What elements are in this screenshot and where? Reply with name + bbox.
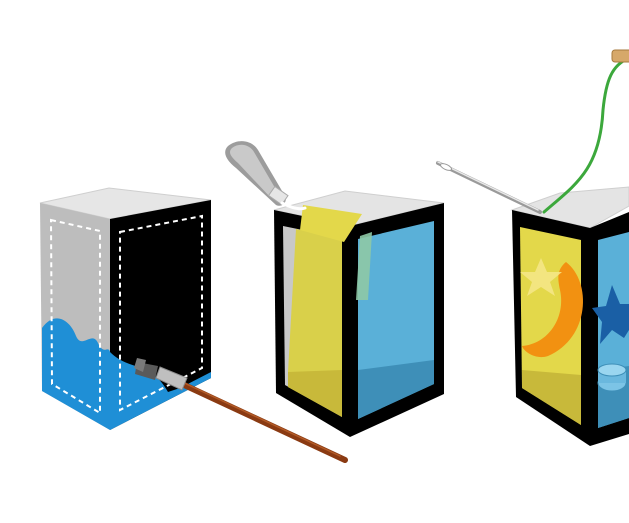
blue-paint-area bbox=[42, 318, 110, 430]
cut-line-left bbox=[49, 218, 101, 415]
needle-icon bbox=[436, 161, 542, 214]
glue-tube-icon bbox=[225, 141, 307, 211]
cut-line-right bbox=[119, 214, 203, 412]
star-icon bbox=[592, 285, 629, 344]
carton-painted bbox=[39, 187, 212, 430]
small-star-icon bbox=[520, 258, 562, 296]
blue-paint-area-right bbox=[110, 352, 211, 430]
wooden-stick-icon bbox=[611, 49, 629, 63]
moon-icon bbox=[522, 262, 584, 358]
handle-string bbox=[542, 56, 629, 214]
lantern-gluing bbox=[273, 190, 445, 437]
glue-streak bbox=[300, 205, 362, 242]
lantern2-yellow-paper bbox=[288, 229, 342, 417]
paintbrush-icon bbox=[134, 358, 348, 463]
lantern-finished bbox=[510, 186, 629, 446]
